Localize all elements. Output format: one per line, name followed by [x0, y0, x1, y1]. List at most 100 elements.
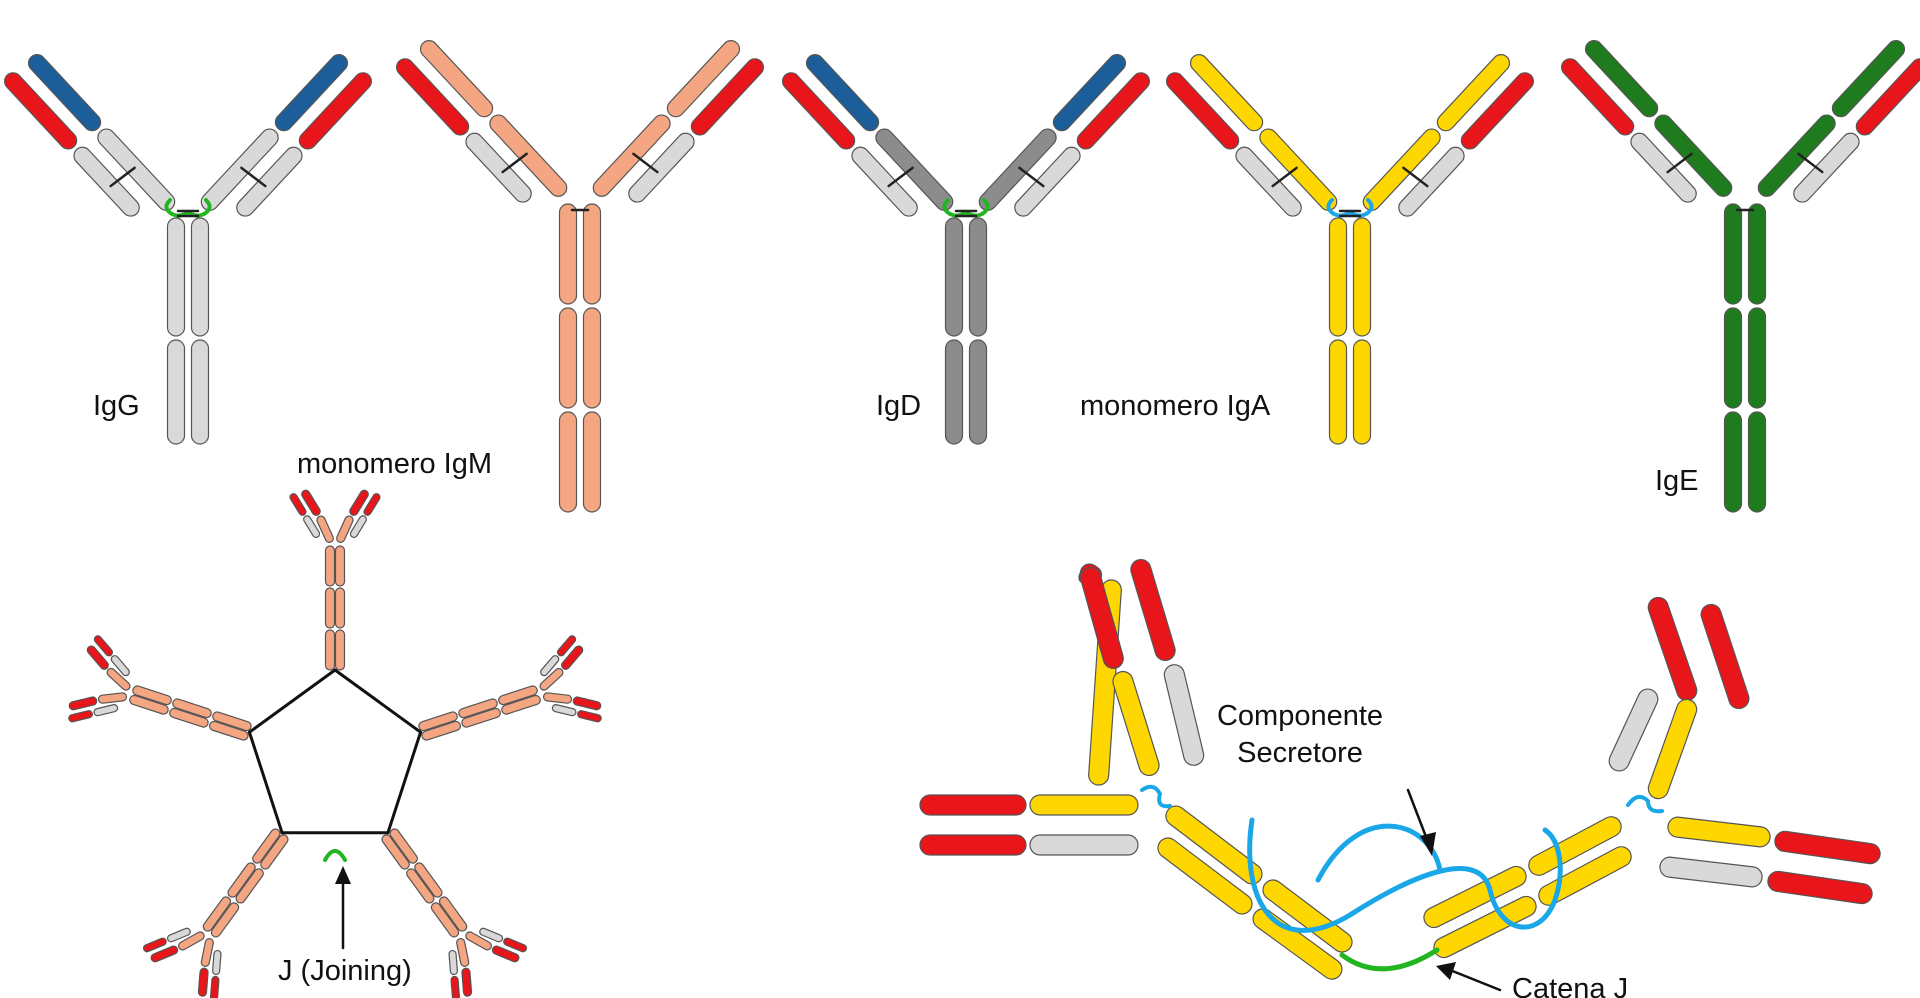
- pentamer-heavy-domain: [202, 896, 232, 932]
- dimer-right-horizontal-variable-b: [1767, 870, 1873, 905]
- dimer-j-chain: [1339, 947, 1440, 972]
- dimer-right-horizontal-variable-a: [1774, 830, 1881, 865]
- heavy-chain-constant-domain: [944, 217, 964, 337]
- pentamer-core-bond: [386, 730, 423, 835]
- heavy-chain-ch1-domain: [875, 128, 954, 211]
- light-chain-constant-domain: [1398, 146, 1465, 217]
- iga-dimer: [919, 558, 1881, 992]
- heavy-chain-constant-domain: [166, 217, 186, 337]
- j-joining-label: J (Joining): [278, 955, 412, 987]
- heavy-chain-constant-domain: [1328, 339, 1348, 445]
- pentamer-heavy-domain: [430, 902, 460, 938]
- iga-label: monomero IgA: [1080, 390, 1271, 422]
- light-chain-variable-domain: [1855, 58, 1920, 136]
- ige-label: IgE: [1655, 465, 1699, 497]
- dimer-left-stem: [1165, 805, 1263, 885]
- pentamer-heavy-domain: [324, 545, 336, 587]
- pentamer-fab-heavy: [316, 515, 334, 543]
- pentamer-heavy-domain: [260, 834, 289, 870]
- pentamer-heavy-domain: [324, 587, 336, 629]
- pentamer-core-bond: [247, 668, 337, 734]
- pentamer-light-variable: [503, 937, 528, 953]
- heavy-chain-constant-domain: [558, 307, 578, 409]
- pentamer-fab-heavy: [542, 692, 573, 704]
- pentamer-fab-variable: [349, 489, 369, 516]
- secretory-component: [1247, 817, 1563, 933]
- pentamer-light-constant: [479, 927, 504, 943]
- heavy-chain-constant-domain: [190, 339, 210, 445]
- pentamer-core-bond: [333, 668, 423, 734]
- ige-monomer: [1560, 40, 1920, 513]
- light-chain-variable-domain: [3, 72, 78, 150]
- pentamer-heavy-domain: [324, 629, 336, 671]
- pentamer-light-variable: [556, 635, 577, 657]
- j-chain: [323, 849, 347, 862]
- pentamer-fab-variable: [461, 967, 473, 997]
- pentamer-fab-variable: [150, 945, 179, 963]
- pentamer-heavy-domain: [208, 720, 249, 741]
- pentamer-fab-variable: [301, 489, 321, 516]
- heavy-chain-constant-domain: [1328, 217, 1348, 337]
- heavy-chain-variable-domain: [1584, 40, 1659, 118]
- pentamer-heavy-domain: [334, 545, 346, 587]
- pentamer-heavy-domain: [406, 868, 435, 904]
- igg-label: IgG: [93, 390, 140, 422]
- light-chain-variable-domain: [298, 72, 373, 150]
- pentamer-fab-heavy: [539, 667, 564, 691]
- heavy-light-disulfide-bond: [109, 166, 136, 188]
- pentamer-heavy-domain: [132, 685, 172, 706]
- secretory-component-loop: [1315, 823, 1443, 883]
- heavy-light-disulfide-bond: [1018, 166, 1045, 188]
- heavy-chain-constant-domain: [582, 307, 602, 409]
- pentamer-heavy-domain: [498, 685, 538, 706]
- pentamer-heavy-domain: [438, 896, 468, 932]
- pentamer-light-variable: [142, 937, 167, 953]
- pentamer-fab-variable: [68, 696, 98, 711]
- heavy-light-disulfide-bond: [632, 152, 659, 174]
- heavy-chain-variable-domain: [666, 40, 741, 118]
- igm-pentamer: [68, 489, 602, 998]
- j-chain-label: Catena J: [1512, 973, 1628, 998]
- pentamer-light-constant: [212, 949, 222, 976]
- heavy-chain-ch1-domain: [97, 128, 176, 211]
- pentamer-fab-heavy: [465, 931, 492, 951]
- dimer-left-upper-light: [1163, 664, 1205, 766]
- heavy-chain-constant-domain: [166, 339, 186, 445]
- heavy-chain-constant-domain: [1747, 411, 1767, 513]
- dimer-right-horizontal-heavy: [1667, 816, 1771, 848]
- pentamer-heavy-domain: [461, 707, 501, 728]
- pentamer-fab-heavy: [200, 938, 214, 967]
- heavy-light-disulfide-bond: [887, 166, 914, 188]
- light-chain-variable-domain: [690, 58, 765, 136]
- j-chain-arrow-line: [1448, 968, 1502, 992]
- pentamer-heavy-domain: [458, 698, 498, 719]
- dimer-left-upper-variable-a: [1080, 567, 1124, 669]
- pentamer-light-constant: [349, 515, 367, 539]
- secretory-arrow-head: [1420, 832, 1436, 856]
- dimer-right-horizontal-light: [1659, 856, 1763, 888]
- light-chain-constant-domain: [851, 146, 918, 217]
- heavy-chain-variable-domain: [274, 54, 349, 132]
- light-chain-variable-domain: [781, 72, 856, 150]
- pentamer-fab-heavy: [106, 667, 131, 691]
- igm-label: monomero IgM: [297, 448, 492, 480]
- heavy-chain-constant-domain: [1723, 203, 1743, 305]
- dimer-left-stem: [1157, 837, 1253, 915]
- light-chain-constant-domain: [236, 146, 303, 217]
- pentamer-light-variable: [289, 493, 307, 516]
- secretory-component-label-line2: Secretore: [1237, 737, 1363, 769]
- dimer-right-stem: [1538, 846, 1632, 906]
- pentamer-fab-variable: [491, 945, 520, 963]
- pentamer-light-constant: [166, 927, 191, 943]
- heavy-light-disulfide-bond: [1402, 166, 1429, 188]
- pentamer-light-constant: [540, 655, 560, 677]
- heavy-chain-variable-domain: [27, 54, 102, 132]
- heavy-light-disulfide-bond: [1271, 166, 1298, 188]
- pentamer-light-variable: [450, 975, 461, 998]
- pentamer-light-constant: [551, 704, 577, 717]
- heavy-chain-ch1-domain: [1757, 114, 1836, 197]
- heavy-chain-variable-domain: [1189, 54, 1264, 132]
- igd-monomer: [781, 54, 1151, 445]
- dimer-left-stem: [1252, 908, 1343, 980]
